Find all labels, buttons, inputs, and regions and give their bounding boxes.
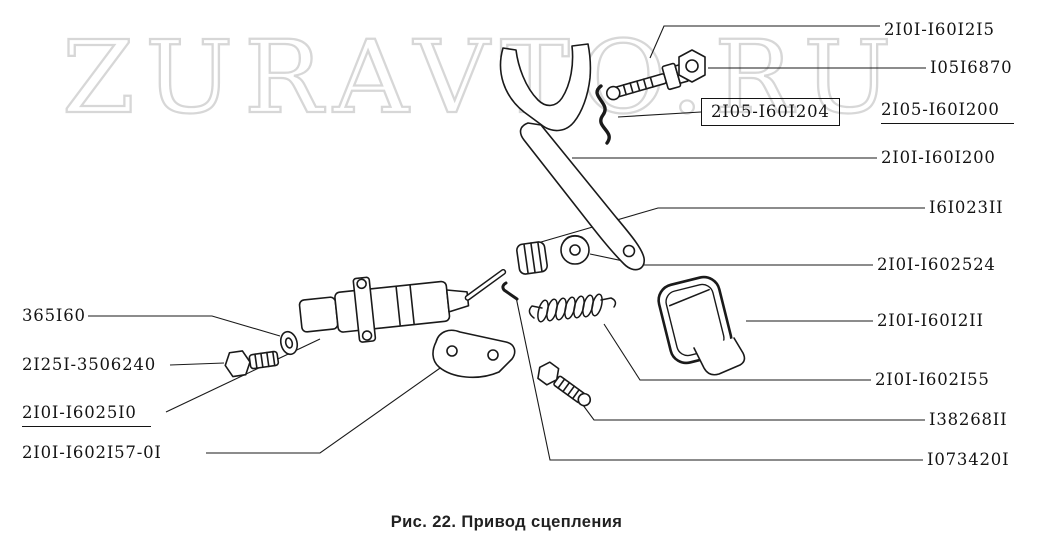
part-label-2101-1602155: 2I0I-I602I55 <box>875 370 990 389</box>
part-label-2101-1602510: 2I0I-I6025I0 <box>22 403 151 427</box>
part-label-2101-1602157-01: 2I0I-I602I57-0I <box>22 443 162 462</box>
figure-caption: Рис. 22. Привод сцепления <box>390 513 623 531</box>
part-label-21251-3506240: 2I25I-3506240 <box>22 355 156 374</box>
master-cylinder <box>298 268 507 343</box>
union-bolt <box>224 350 280 378</box>
part-label-16102311: I6I023II <box>929 198 1004 217</box>
washer <box>279 330 299 356</box>
part-label-2105-1601200: 2I05-I60I200 <box>881 100 1014 124</box>
part-label-2101-1601200: 2I0I-I60I200 <box>881 148 996 167</box>
part-label-13826811: I38268II <box>929 410 1008 429</box>
part-label-10516870: I05I6870 <box>930 58 1013 77</box>
leader-lines <box>88 25 926 461</box>
pushrod-pin <box>501 281 519 301</box>
adjusting-nut-icon <box>678 49 706 83</box>
bracket <box>432 329 516 379</box>
part-label-365160: 365I60 <box>22 306 86 325</box>
part-label-2101-1601211: 2I0I-I60I2II <box>877 311 984 330</box>
part-label-10734201: I073420I <box>927 450 1010 469</box>
pedal-bushing-outer <box>560 234 590 265</box>
return-spring <box>528 293 617 323</box>
release-fork <box>499 43 645 271</box>
part-label-2101-1601215: 2I0I-I60I2I5 <box>884 20 995 39</box>
part-label-2101-1602524: 2I0I-I602524 <box>877 255 996 274</box>
pedal-bushing-inner <box>516 241 548 275</box>
pedal-bolt <box>537 361 592 407</box>
pedal-pad <box>657 275 733 365</box>
part-label-2105-1601204: 2I05-I60I204 <box>701 98 840 126</box>
watermark-text: ZURAVTO.RU <box>62 19 902 136</box>
pedal-arm <box>693 337 746 376</box>
retaining-clip <box>595 84 611 145</box>
